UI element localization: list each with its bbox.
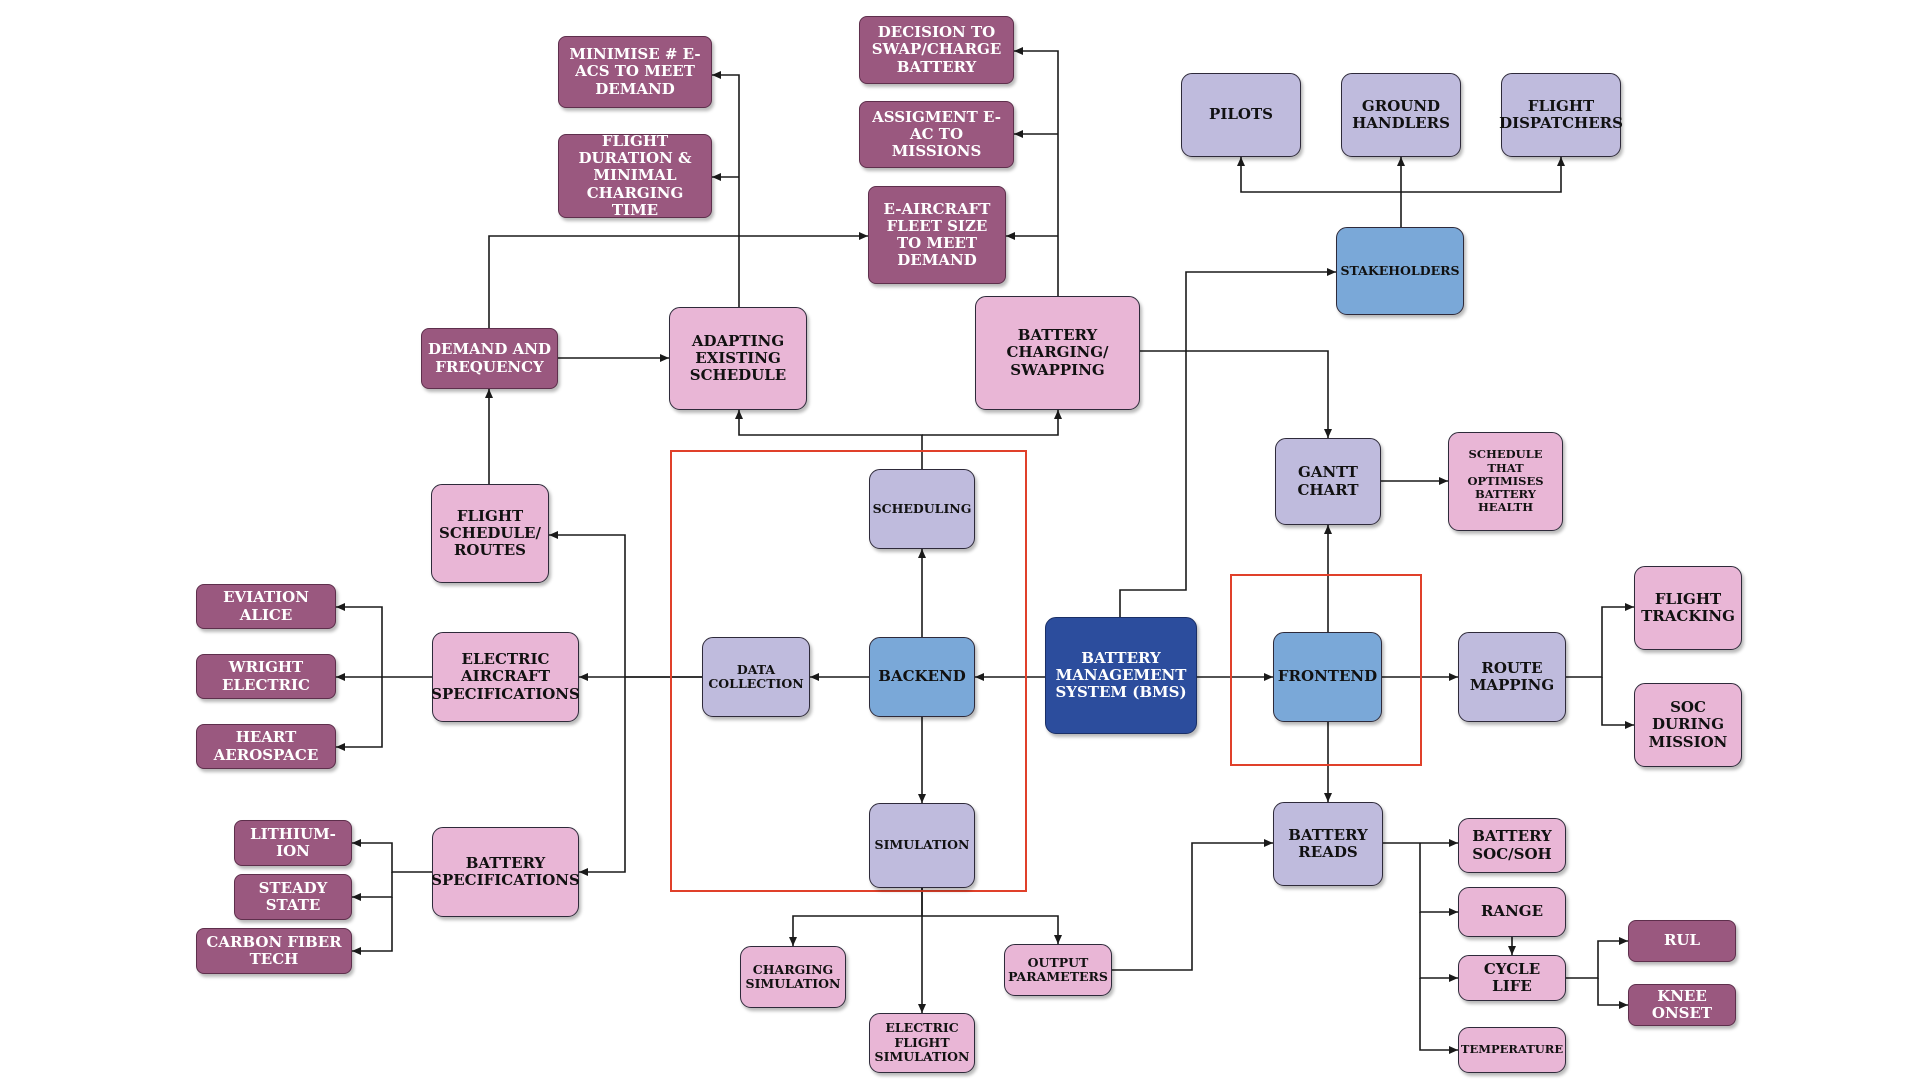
node-stakeholders[interactable]: STAKEHOLDERS: [1336, 227, 1464, 315]
edge-sim-output: [922, 915, 1062, 944]
node-battery-specs[interactable]: BATTERY SPECIFICATIONS: [431, 827, 580, 917]
edge-dc-flightschedule: [549, 531, 702, 678]
node-flight-tracking[interactable]: FLIGHT TRACKING: [1634, 566, 1742, 650]
edge-demand-fleet: [488, 232, 868, 328]
node-charging-simulation[interactable]: CHARGING SIMULATION: [740, 946, 846, 1008]
node-bms[interactable]: BATTERY MANAGEMENT SYSTEM (BMS): [1045, 617, 1197, 734]
node-knee-onset[interactable]: KNEE ONSET: [1628, 984, 1736, 1026]
frontend-highlight-frame: [1230, 574, 1422, 766]
node-cycle-life[interactable]: CYCLE LIFE: [1458, 955, 1566, 1001]
node-minimise-eacs[interactable]: MINIMISE # E-ACS TO MEET DEMAND: [558, 36, 712, 108]
node-frontend[interactable]: FRONTEND: [1273, 632, 1382, 722]
edge-reads-range: [1419, 843, 1458, 916]
backend-highlight-frame: [670, 450, 1027, 892]
node-route-mapping[interactable]: ROUTE MAPPING: [1458, 632, 1566, 722]
node-gantt-chart[interactable]: GANTT CHART: [1275, 438, 1381, 525]
edge-bspecs-steady: [352, 872, 393, 901]
node-temperature[interactable]: TEMPERATURE: [1458, 1027, 1566, 1073]
edge-adapting-minimise: [712, 71, 740, 307]
node-battery-charging[interactable]: BATTERY CHARGING/ SWAPPING: [975, 296, 1140, 410]
node-electric-flight-simulation[interactable]: ELECTRIC FLIGHT SIMULATION: [869, 1013, 975, 1073]
edge-stakeholders-pilots: [1237, 157, 1401, 193]
edge-reads-cycle: [1419, 912, 1458, 982]
node-flight-dispatchers[interactable]: FLIGHT DISPATCHERS: [1499, 73, 1623, 157]
node-soc-during-mission[interactable]: SOC DURING MISSION: [1634, 683, 1742, 767]
edge-scheduling-charging: [922, 410, 1062, 436]
node-lithium-ion[interactable]: LITHIUM-ION: [234, 820, 352, 866]
edge-output-reads: [1112, 839, 1273, 971]
node-carbon-fiber[interactable]: CARBON FIBER TECH: [196, 928, 352, 974]
node-schedule-optimises[interactable]: SCHEDULE THAT OPTIMISES BATTERY HEALTH: [1448, 432, 1563, 531]
edge-bms-stakeholders: [1119, 268, 1336, 617]
node-fleet-size[interactable]: E-AIRCRAFT FLEET SIZE TO MEET DEMAND: [868, 186, 1006, 284]
node-range[interactable]: RANGE: [1458, 887, 1566, 937]
edge-bspecs-carbon: [352, 897, 393, 955]
node-wright-electric[interactable]: WRIGHT ELECTRIC: [196, 654, 336, 699]
edge-route-tracking: [1566, 603, 1634, 678]
node-adapting-schedule[interactable]: ADAPTING EXISTING SCHEDULE: [669, 307, 807, 410]
edge-easpecs-heart: [336, 677, 383, 751]
edge-charging-gantt: [1140, 350, 1332, 438]
node-data-collection[interactable]: DATA COLLECTION: [702, 637, 810, 717]
node-flight-duration[interactable]: FLIGHT DURATION & MINIMAL CHARGING TIME: [558, 132, 712, 219]
edge-easpecs-eviation: [336, 603, 432, 678]
node-scheduling[interactable]: SCHEDULING: [869, 469, 975, 549]
node-eviation-alice[interactable]: EVIATION ALICE: [196, 584, 336, 629]
node-backend[interactable]: BACKEND: [869, 637, 975, 717]
node-demand-frequency[interactable]: DEMAND AND FREQUENCY: [421, 328, 558, 389]
edge-dc-batteryspecs: [579, 677, 626, 876]
node-assign-eac[interactable]: ASSIGMENT E-AC TO MISSIONS: [859, 101, 1014, 168]
edge-sim-charging: [789, 888, 923, 946]
node-battery-soc-soh[interactable]: BATTERY SOC/SOH: [1458, 818, 1566, 873]
node-output-parameters[interactable]: OUTPUT PARAMETERS: [1004, 944, 1112, 996]
node-battery-reads[interactable]: BATTERY READS: [1273, 802, 1383, 886]
edge-charging-decision: [1014, 47, 1059, 296]
edge-reads-temp: [1419, 978, 1458, 1054]
node-steady-state[interactable]: STEADY STATE: [234, 874, 352, 920]
node-electric-aircraft-specs[interactable]: ELECTRIC AIRCRAFT SPECIFICATIONS: [431, 632, 580, 722]
node-flight-schedule[interactable]: FLIGHT SCHEDULE/ ROUTES: [431, 484, 549, 583]
edge-cycle-knee: [1597, 978, 1628, 1009]
node-ground-handlers[interactable]: GROUND HANDLERS: [1341, 73, 1461, 157]
edge-cycle-rul: [1566, 937, 1628, 979]
node-heart-aerospace[interactable]: HEART AEROSPACE: [196, 724, 336, 769]
edge-bspecs-lithium: [352, 839, 432, 873]
edge-route-soc: [1601, 677, 1634, 729]
node-rul[interactable]: RUL: [1628, 920, 1736, 962]
node-decision-swap[interactable]: DECISION TO SWAP/CHARGE BATTERY: [859, 16, 1014, 84]
node-simulation[interactable]: SIMULATION: [869, 803, 975, 888]
node-pilots[interactable]: PILOTS: [1181, 73, 1301, 157]
edge-scheduling-adapting: [735, 410, 923, 469]
edge-stakeholders-dispatchers: [1401, 157, 1565, 193]
